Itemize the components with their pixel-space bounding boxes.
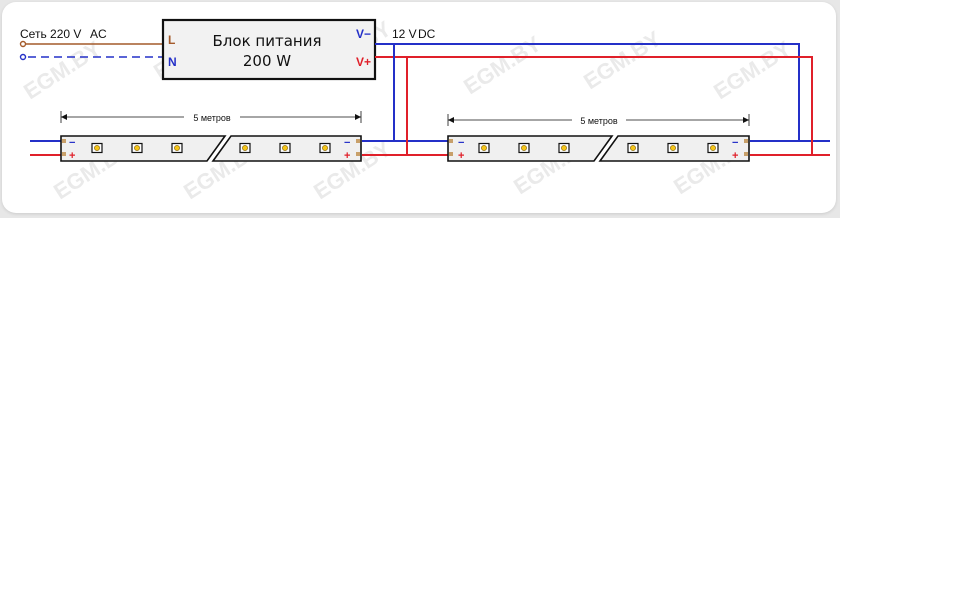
strip1-pads <box>62 139 360 156</box>
power-supply-box <box>161 18 377 81</box>
led-chip <box>171 142 183 154</box>
psu-title: Блок питания <box>213 32 322 50</box>
strip1-segment-a <box>60 135 227 162</box>
watermark: EGM.BY <box>19 36 106 104</box>
negative-drop-wire <box>393 44 448 142</box>
led-chip <box>279 142 291 154</box>
led-chip <box>518 142 530 154</box>
led-chip <box>627 142 639 154</box>
psu-power: 200 W <box>243 52 291 70</box>
strip2-pads <box>449 139 748 156</box>
psu-terminal-L: L <box>168 33 175 47</box>
strip2-out-plus: + <box>732 150 738 162</box>
strip2-segment-a <box>447 135 614 162</box>
watermark: EGM.BY <box>709 36 796 104</box>
led-chip <box>558 142 570 154</box>
watermark: EGM.BY <box>459 31 546 99</box>
diagram-panel <box>2 2 836 213</box>
dc-voltage-label: 12 V <box>392 27 417 41</box>
led-chip <box>478 142 490 154</box>
diagram-card <box>0 0 840 218</box>
power-supply: L N Блок питания 200 W V− V+ <box>161 18 377 81</box>
phase-terminal <box>19 40 27 48</box>
led-chip <box>91 142 103 154</box>
strip1-out-plus: + <box>344 150 350 162</box>
strip1-out-minus: − <box>344 137 350 149</box>
mains-input: Сеть 220 V AC <box>19 27 163 61</box>
watermark: EGM.BY <box>579 26 666 94</box>
strip1-in-minus: − <box>69 137 75 149</box>
led-strip-1: 5 метров − + − + <box>60 111 362 162</box>
strip1-length-label: 5 метров <box>193 113 231 123</box>
mains-label: Сеть 220 V <box>20 27 81 41</box>
led-chip <box>707 142 719 154</box>
strip2-leds <box>478 142 719 154</box>
led-chip <box>239 142 251 154</box>
positive-bus-wire <box>375 56 830 156</box>
led-chip <box>319 142 331 154</box>
mains-ac-label: AC <box>90 27 107 41</box>
strip2-length-label: 5 метров <box>580 116 618 126</box>
strip2-in-plus: + <box>458 150 464 162</box>
dc-type-label: DC <box>418 27 436 41</box>
strip1-in-plus: + <box>69 150 75 162</box>
psu-terminal-vplus: V+ <box>356 55 371 69</box>
psu-terminal-N: N <box>168 55 177 69</box>
strip1-length-dimension: 5 метров <box>60 111 362 123</box>
led-chip <box>131 142 143 154</box>
led-chip <box>667 142 679 154</box>
strip1-leds <box>91 142 331 154</box>
strip2-length-dimension: 5 метров <box>447 114 750 126</box>
led-strip-2: 5 метров − + − + <box>447 114 750 162</box>
negative-bus-wire <box>375 43 830 142</box>
strip2-out-minus: − <box>732 137 738 149</box>
wiring-diagram: EGM.BY EGM.BY EGM.BY EGM.BY EGM.BY EGM.B… <box>19 16 830 204</box>
dc-bus <box>30 43 830 156</box>
neutral-terminal <box>19 53 27 61</box>
strip2-in-minus: − <box>458 137 464 149</box>
psu-terminal-vminus: V− <box>356 27 371 41</box>
